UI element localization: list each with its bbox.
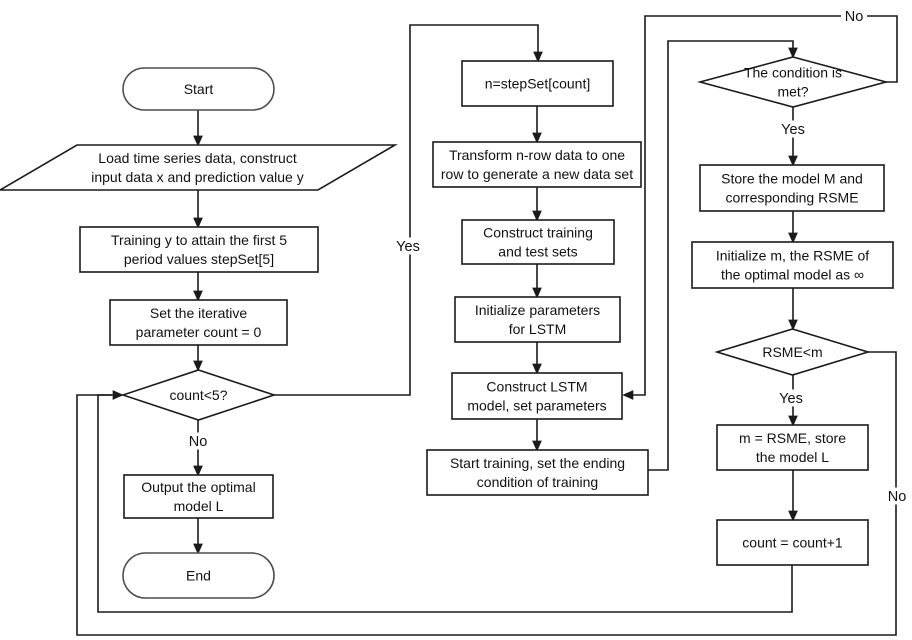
node-end: End	[122, 552, 275, 599]
count-inc-label: count = count+1	[742, 535, 843, 551]
node-count-inc: count = count+1	[716, 519, 869, 566]
load-data-shape-parallelogram	[0, 144, 398, 191]
count-lt-5-shape-diamond	[120, 369, 277, 421]
init-m-shape-rect	[691, 241, 894, 289]
edge-layer	[76, 15, 898, 636]
edge-label-backing	[841, 7, 867, 25]
construct-sets-shape-rect	[461, 219, 615, 265]
count-inc-shape-rect	[716, 519, 869, 566]
m-eq-rsme-shape-rect	[716, 424, 869, 471]
start-label: Start	[184, 81, 214, 97]
construct-lstm-shape-rect	[451, 372, 623, 420]
node-n-stepset: n=stepSet[count]	[461, 60, 614, 107]
flow-edge-training-to-condition	[648, 40, 798, 471]
node-rsme-lt-m: RSME<m	[714, 328, 871, 376]
edge-label-rsme-no: No	[888, 489, 907, 505]
edge-label-backing	[390, 237, 426, 255]
train-first-5-shape-rect	[79, 226, 319, 273]
flow-edge-count5-yes-to-nstepset	[274, 24, 543, 396]
end-label: End	[186, 568, 211, 584]
count-lt-5-label: count<5?	[170, 387, 228, 403]
edge-label-count5-yes: Yes	[396, 239, 420, 255]
n-stepset-label: n=stepSet[count]	[485, 76, 590, 92]
transform-rows-shape-rect	[432, 141, 642, 188]
edge-label-backing	[775, 120, 811, 138]
edge-label-condition-no: No	[845, 9, 864, 25]
output-model-shape-rect	[123, 474, 274, 519]
edge-label-count5-no: No	[189, 434, 208, 450]
store-model-shape-rect	[699, 164, 885, 212]
node-start: Start	[122, 67, 275, 111]
start-training-shape-rect	[426, 449, 649, 496]
end-shape-stadium	[122, 552, 275, 599]
flow-edge-condition-no-loop	[622, 15, 898, 400]
edge-label-backing	[773, 389, 809, 407]
rsme-lt-m-shape-diamond	[714, 328, 871, 376]
node-count-lt-5: count<5?	[120, 369, 277, 421]
n-stepset-shape-rect	[461, 60, 614, 107]
edge-label-rsme-yes: Yes	[779, 391, 803, 407]
edge-label-backing	[884, 487, 910, 505]
flow-edge-rsme-no-loop-to-count5	[76, 351, 897, 636]
condition-met-shape-diamond	[696, 56, 890, 108]
start-shape-stadium	[122, 67, 275, 111]
rsme-lt-m-label: RSME<m	[762, 344, 822, 360]
init-params-shape-rect	[454, 296, 621, 343]
edge-label-condition-yes: Yes	[781, 122, 805, 138]
edge-label-backing	[185, 432, 211, 450]
set-count-shape-rect	[109, 299, 288, 346]
